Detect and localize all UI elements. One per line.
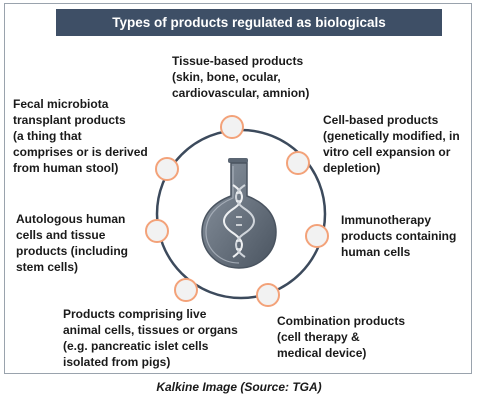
label-autologous: Autologous human cells and tissue produc… (16, 212, 128, 274)
node-autologous (145, 219, 169, 243)
label-tissue-based: Tissue-based products (skin, bone, ocula… (172, 54, 310, 100)
image-caption: Kalkine Image (Source: TGA) (156, 380, 322, 394)
label-combination: Combination products (cell therapy & med… (277, 314, 405, 360)
title-bar: Types of products regulated as biologica… (56, 9, 442, 36)
label-immunotherapy: Immunotherapy products containing human … (341, 213, 457, 259)
node-fecal (155, 157, 179, 181)
label-cell-based: Cell-based products (genetically modifie… (323, 113, 460, 175)
label-animal-cells: Products comprising live animal cells, t… (63, 307, 238, 369)
node-cell (286, 151, 310, 175)
node-combination (256, 283, 280, 307)
node-immuno (305, 224, 329, 248)
node-tissue (220, 115, 244, 139)
node-animal (174, 278, 198, 302)
label-fecal-microbiota: Fecal microbiota transplant products (a … (13, 97, 148, 175)
flask-with-dna-icon (201, 158, 277, 269)
